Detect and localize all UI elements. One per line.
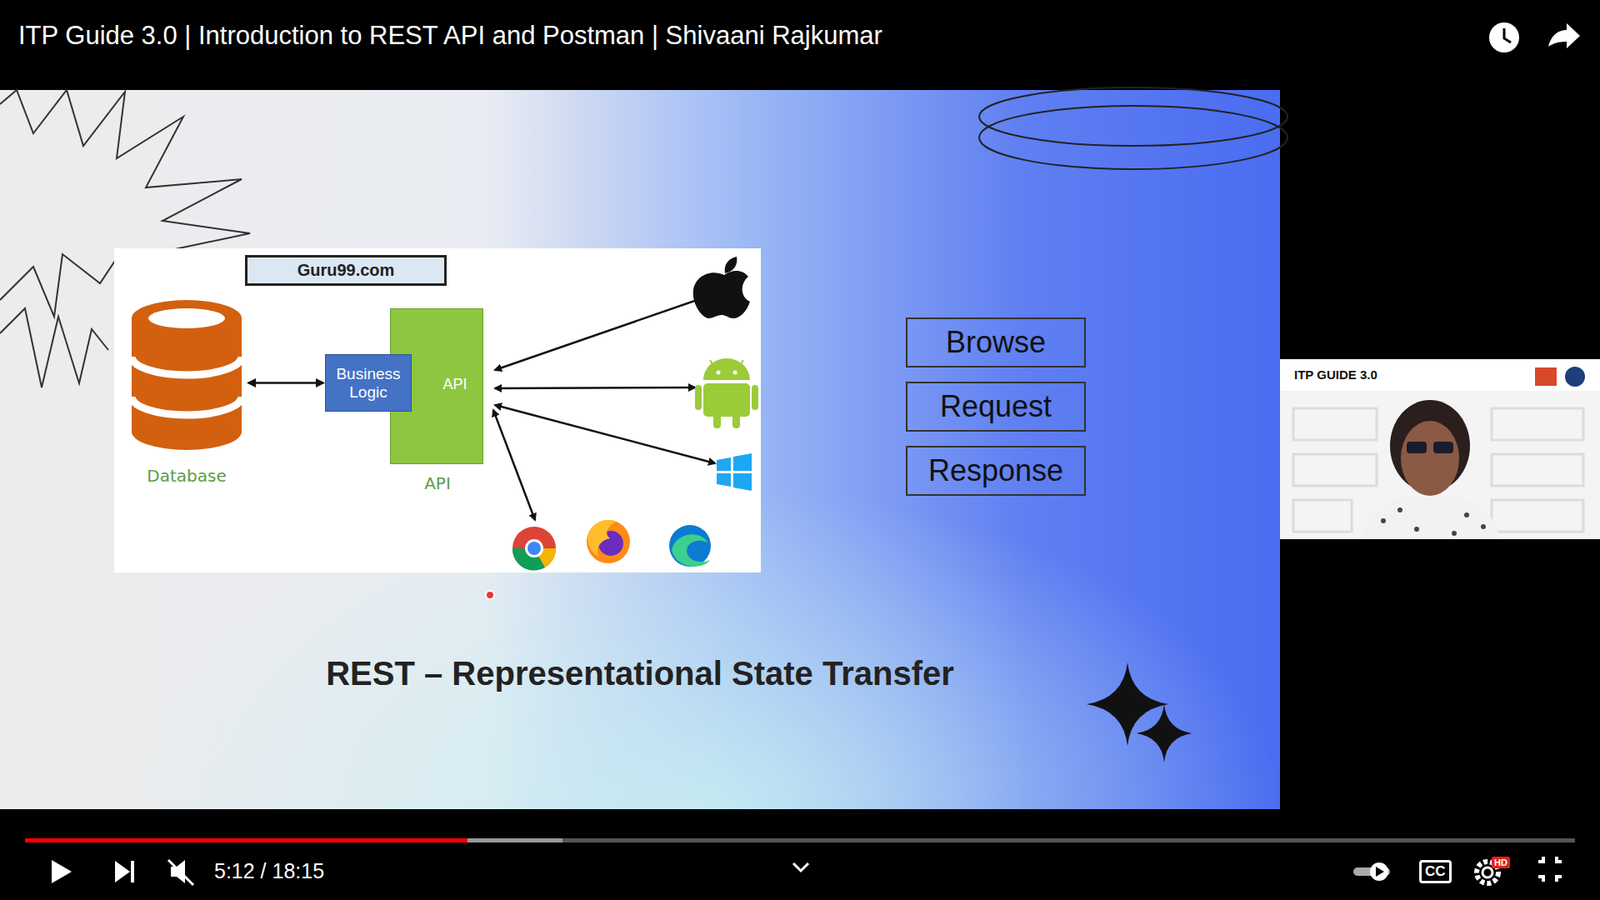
- step-box: Response: [905, 445, 1086, 496]
- diagram-panel: [114, 248, 761, 573]
- next-icon: [115, 860, 135, 883]
- ring-decoration: [979, 105, 1288, 170]
- apple-icon: [693, 256, 750, 319]
- chrome-icon: [512, 526, 556, 571]
- step-box: Browse: [905, 317, 1086, 368]
- site-tag: Guru99.com: [245, 255, 447, 286]
- connector-arrow: [248, 381, 324, 385]
- video-title: ITP Guide 3.0 | Introduction to REST API…: [18, 20, 883, 51]
- ring-decoration: [979, 87, 1288, 146]
- node-text: Business Logic: [328, 365, 409, 402]
- firefox-icon: [586, 520, 630, 564]
- progress-bar: [25, 838, 468, 843]
- node-text: Browse: [945, 325, 1046, 360]
- slide-caption: REST – Representational State Transfer: [0, 655, 1280, 693]
- node-text: Response: [928, 453, 1064, 488]
- node-text: Database: [128, 466, 245, 486]
- exit-fullscreen-icon: [1538, 856, 1562, 882]
- step-box: Request: [905, 381, 1086, 432]
- client-arrows: [493, 296, 715, 520]
- node-text: API: [429, 375, 481, 394]
- android-icon: [695, 358, 759, 429]
- player-bar: [0, 809, 1600, 900]
- slide-glow: [0, 90, 1280, 810]
- cylinder-shape: [128, 298, 245, 454]
- title-bar: [0, 0, 1600, 90]
- node-text: Guru99.com: [297, 260, 395, 280]
- mute-icon: [168, 860, 194, 885]
- database-cylinder: Database: [128, 298, 245, 454]
- time-display: 5:12 / 18:15: [214, 859, 325, 884]
- captions-button: CC: [1419, 860, 1452, 884]
- buffer-bar: [25, 838, 563, 843]
- clock-icon: [1489, 22, 1520, 53]
- node-text: Request: [940, 389, 1052, 424]
- logic-box: Business Logic: [325, 354, 412, 412]
- chevron-icon: [793, 863, 809, 871]
- pointer-dot: [485, 590, 495, 600]
- webcam-view: [1280, 359, 1600, 540]
- starburst-outline: [0, 308, 109, 388]
- share-icon: [1548, 23, 1580, 49]
- windows-icon: [716, 453, 752, 491]
- autoplay-toggle: [1353, 862, 1390, 881]
- node-text: API: [390, 474, 485, 494]
- slide-background: [0, 90, 1280, 810]
- webcam-banner: ITP GUIDE 3.0: [1294, 367, 1378, 382]
- hd-badge: HD: [1491, 856, 1510, 869]
- sparkle-star: [1136, 704, 1192, 763]
- progress-track: [25, 838, 1575, 843]
- play-icon: [51, 860, 72, 884]
- edge-icon: [669, 525, 711, 567]
- api-box: APIAPIBusiness Logic: [390, 308, 484, 465]
